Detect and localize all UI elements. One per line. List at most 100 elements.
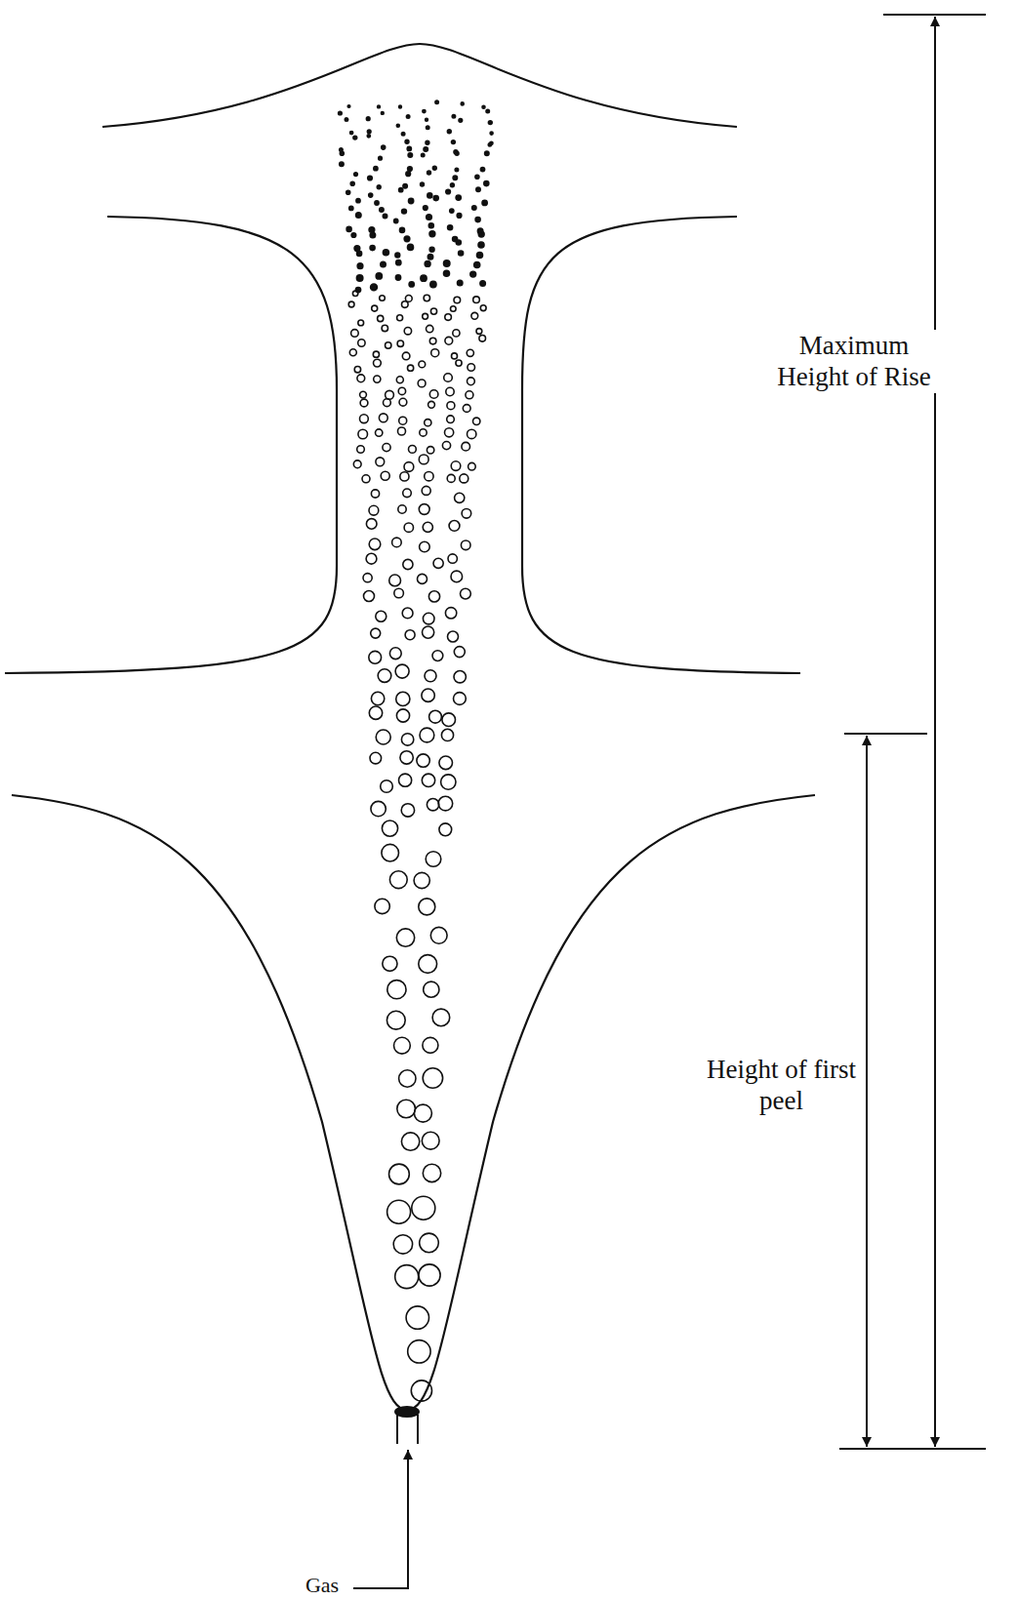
bubble (377, 105, 381, 109)
bubble (407, 244, 414, 250)
bubble (418, 504, 430, 516)
bubble (375, 457, 385, 467)
bubble (377, 669, 392, 684)
bubble (397, 340, 404, 347)
bubble (370, 628, 381, 639)
bubble (478, 242, 485, 248)
bubble (374, 898, 390, 914)
bubble (426, 125, 430, 129)
bubble (473, 296, 481, 304)
bubble (354, 366, 361, 373)
bubble (405, 139, 409, 144)
bubble (455, 195, 461, 201)
bubble (382, 444, 391, 452)
bubble (452, 329, 460, 337)
bubble (379, 207, 384, 212)
bubble (375, 429, 383, 437)
bubble (358, 429, 368, 440)
bubble (439, 756, 453, 771)
bubble (404, 327, 411, 335)
bubble (353, 135, 358, 140)
bubble (373, 166, 378, 171)
bubble (422, 626, 435, 639)
bubble (396, 123, 400, 127)
bubble (369, 752, 382, 765)
dimension-label: Height of first peel (700, 1054, 862, 1118)
bubble (375, 610, 387, 622)
bubble (447, 415, 455, 424)
bubble (442, 713, 456, 728)
bubble (465, 391, 474, 400)
bubble (450, 306, 457, 313)
bubble (471, 312, 479, 320)
bubble (407, 365, 414, 371)
bubble (400, 227, 406, 233)
bubble (354, 172, 359, 177)
bubble (449, 208, 454, 213)
bubble (397, 315, 404, 322)
bubble (422, 522, 433, 532)
bubble (473, 417, 481, 425)
bubble (362, 475, 370, 484)
bubble (404, 523, 413, 532)
bubble (399, 416, 408, 425)
bubble (407, 153, 412, 158)
bubble (355, 287, 361, 293)
bubble (426, 214, 433, 221)
bubble (366, 134, 370, 138)
bubble (430, 281, 437, 287)
bubble (396, 709, 409, 723)
bubble (435, 100, 439, 104)
bubble (427, 193, 433, 199)
bubble (452, 175, 457, 180)
bubble (424, 472, 434, 482)
bubble (344, 118, 348, 122)
bubble (418, 1264, 441, 1287)
bubble (450, 570, 463, 583)
bubble (386, 1011, 406, 1030)
bubble (380, 780, 394, 794)
bubble (396, 692, 410, 706)
bubble (380, 112, 384, 116)
bubble (418, 898, 436, 916)
bubble (453, 150, 458, 155)
bubble (406, 1306, 429, 1330)
bubble (381, 820, 398, 837)
bubble (489, 131, 493, 135)
bubble (394, 218, 399, 223)
bubble (486, 109, 489, 113)
bubble (396, 260, 402, 266)
bubble (368, 651, 382, 664)
bubble (402, 608, 413, 619)
bubble (428, 591, 440, 603)
bubble (398, 427, 407, 436)
bubble (475, 217, 481, 223)
bubble (373, 375, 381, 383)
bubble (445, 314, 452, 322)
bubble (480, 305, 487, 312)
bubble (357, 263, 364, 270)
bubble (460, 588, 472, 600)
bubble (480, 281, 486, 286)
bubble (422, 1037, 439, 1054)
bubble (360, 391, 367, 399)
bubble (452, 237, 458, 243)
bubble (458, 250, 464, 256)
bubble (366, 117, 370, 122)
bubble (429, 231, 436, 238)
bubble (406, 115, 409, 119)
bubble (462, 405, 471, 413)
bubble (419, 541, 431, 553)
bubble (472, 205, 477, 210)
bubble (439, 823, 452, 837)
bubble (339, 162, 344, 166)
bubble (372, 351, 379, 358)
bubble (406, 171, 411, 177)
bubble (421, 153, 425, 157)
bubble (398, 505, 407, 514)
bubble (460, 102, 464, 106)
bubble (458, 119, 463, 123)
bubble (457, 280, 463, 286)
bubble (401, 733, 413, 746)
bubble (368, 227, 375, 234)
